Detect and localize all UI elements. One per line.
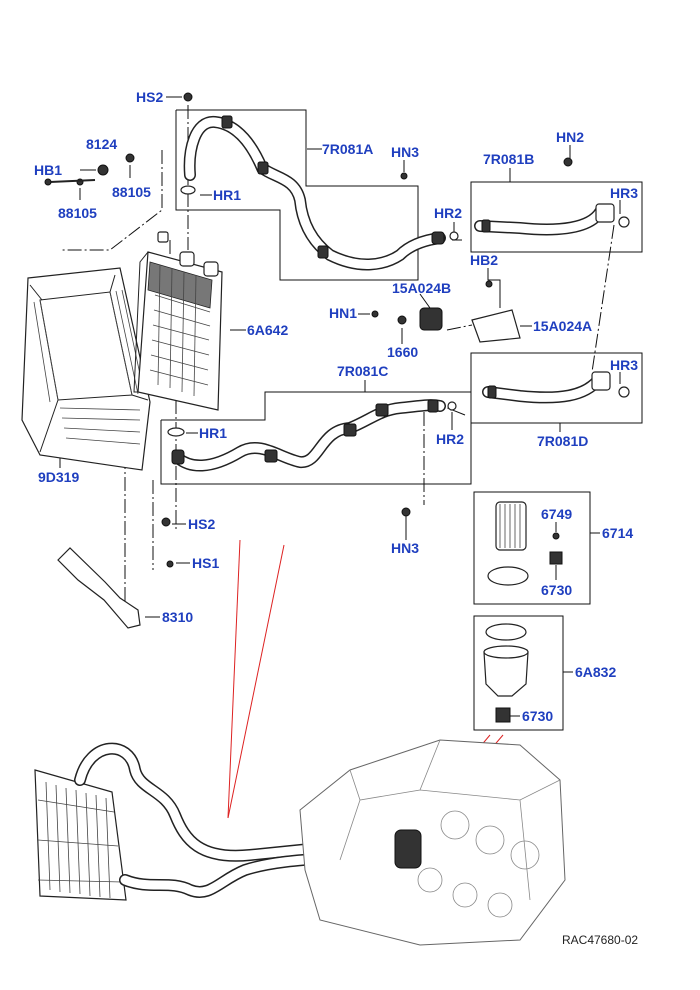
fasteners [44,92,459,568]
label-7r081a: 7R081A [322,141,373,157]
label-88105-b: 88105 [112,184,151,200]
label-88105-a: 88105 [58,205,97,221]
label-8124: 8124 [86,136,117,152]
label-hn3-mid: HN3 [391,540,419,556]
box-6a832 [473,615,564,731]
label-hs2-mid: HS2 [188,516,215,532]
oil-filter-housing [483,623,529,723]
label-hn1: HN1 [329,305,357,321]
label-hr3-mid: HR3 [610,357,638,373]
indicator-line-left [227,539,241,819]
label-6a832: 6A832 [575,664,616,680]
bracket-8310 [57,547,141,629]
leader-hb2 [487,268,501,308]
box-6714 [473,491,591,605]
label-hr2-top: HR2 [434,205,462,221]
label-hn2: HN2 [556,129,584,145]
label-hr2-mid: HR2 [436,431,464,447]
engine-block [299,739,566,946]
oil-cooler-radiator [133,231,223,411]
oil-filter-element [487,501,563,586]
hose-7r081c [167,399,446,472]
leader-15a024b [419,293,431,309]
label-8310: 8310 [162,609,193,625]
hose-7r081a [180,115,446,271]
box-7r081b [470,181,643,253]
valve-assembly [371,280,521,343]
label-hb2: HB2 [470,252,498,268]
label-7r081c: 7R081C [337,363,388,379]
hose-7r081b [474,157,630,236]
axis-8124 [60,150,163,251]
label-hr3-top: HR3 [610,185,638,201]
radiator-frame [21,267,151,471]
label-15a024b: 15A024B [392,280,451,296]
label-1660: 1660 [387,344,418,360]
box-7r081a [175,109,419,281]
label-6a642: 6A642 [247,322,288,338]
reference-code: RAC47680-02 [562,933,638,947]
label-7r081d: 7R081D [537,433,588,449]
hose-7r081d [482,371,630,404]
label-6730-b: 6730 [522,708,553,724]
label-hr1-top: HR1 [213,187,241,203]
axis-1660 [446,324,473,331]
label-hr1-mid: HR1 [199,425,227,441]
label-6749: 6749 [541,506,572,522]
label-6714: 6714 [602,525,633,541]
label-hn3-top: HN3 [391,144,419,160]
installed-cooler [34,769,127,901]
label-15a024a: 15A024A [533,318,592,334]
label-hs2-top: HS2 [136,89,163,105]
installed-hoses [74,742,336,898]
label-hs1: HS1 [192,555,219,571]
axis-hr3 [591,224,615,373]
label-hb1: HB1 [34,162,62,178]
indicator-line-right [227,544,285,819]
label-7r081b: 7R081B [483,151,534,167]
label-6730-a: 6730 [541,582,572,598]
box-7r081d [470,352,643,424]
label-9d319: 9D319 [38,469,79,485]
